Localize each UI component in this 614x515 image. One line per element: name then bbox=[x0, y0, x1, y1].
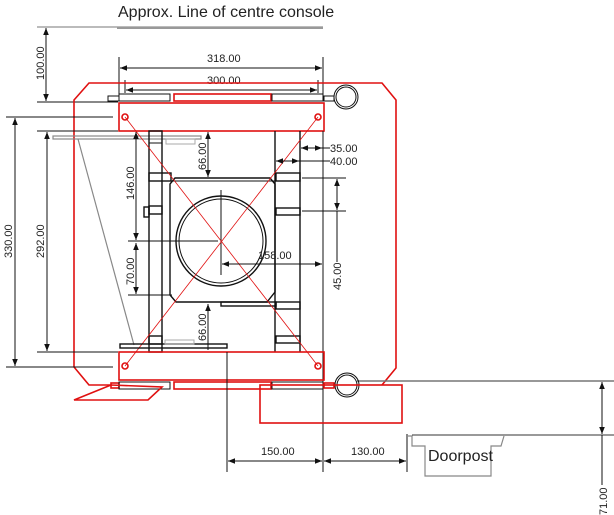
dim-292-label: 292.00 bbox=[35, 224, 47, 258]
bottom-plate bbox=[119, 343, 228, 349]
dim-318-label: 318.00 bbox=[207, 53, 241, 65]
dim-150-label: 150.00 bbox=[261, 446, 295, 458]
doorpost-label: Doorpost bbox=[428, 448, 493, 465]
bolt-hole bbox=[121, 362, 129, 370]
clamp-block bbox=[148, 335, 163, 345]
dim-100-label: 100.00 bbox=[35, 46, 47, 80]
ring-inner bbox=[335, 86, 357, 108]
dim-66-bottom-label: 66.00 bbox=[197, 313, 209, 341]
console-line-label: Approx. Line of centre console bbox=[118, 4, 334, 21]
clamp-block bbox=[148, 205, 163, 215]
dim-130-label: 130.00 bbox=[351, 446, 385, 458]
rail-pin bbox=[323, 95, 335, 102]
bottom-bar bbox=[118, 351, 325, 381]
clearance-envelope bbox=[73, 82, 397, 386]
dim-71-label: 71.00 bbox=[598, 487, 610, 515]
reference-block bbox=[164, 339, 195, 345]
foot-outline bbox=[73, 384, 164, 401]
dim-66-top-label: 66.00 bbox=[197, 142, 209, 170]
bolt-hole bbox=[314, 362, 322, 370]
door-sill-clearance bbox=[259, 384, 403, 424]
clamp-block bbox=[275, 207, 301, 216]
rail-red-segment bbox=[173, 381, 272, 390]
knob bbox=[143, 206, 150, 218]
clamp-block bbox=[275, 301, 301, 310]
bolt-hole bbox=[314, 113, 322, 121]
dim-300-label: 300.00 bbox=[207, 75, 241, 87]
inner-frame bbox=[169, 177, 276, 303]
dim-35-label: 35.00 bbox=[330, 143, 358, 155]
bolt-hole bbox=[121, 113, 129, 121]
dim-40-label: 40.00 bbox=[330, 156, 358, 168]
clamp-block bbox=[275, 172, 301, 182]
rail-segment bbox=[271, 93, 324, 102]
dim-158-label: 158.00 bbox=[258, 250, 292, 262]
ring-top bbox=[333, 84, 359, 110]
reference-diagonal bbox=[77, 138, 135, 346]
clamp-block bbox=[148, 172, 172, 182]
seat-rail-reference bbox=[52, 135, 202, 140]
rail-red-segment bbox=[173, 93, 272, 102]
dim-70-label: 70.00 bbox=[125, 257, 137, 285]
doorpost-outline bbox=[407, 435, 505, 477]
clamp-block bbox=[275, 335, 301, 344]
dim-45-label: 45.00 bbox=[332, 262, 344, 290]
dim-146-label: 146.00 bbox=[125, 166, 137, 200]
top-bar bbox=[118, 102, 325, 132]
reference-block bbox=[165, 138, 196, 145]
dim-330-label: 330.00 bbox=[3, 224, 15, 258]
rail-pin bbox=[107, 95, 120, 102]
rail-segment bbox=[118, 93, 171, 102]
